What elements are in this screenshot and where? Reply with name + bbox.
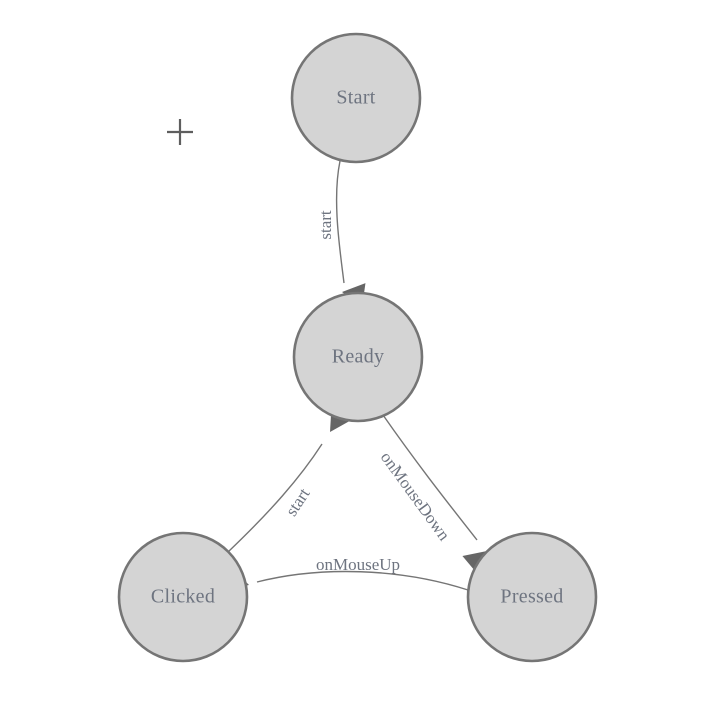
edge-ready-to-pressed[interactable]: onMouseDown: [377, 414, 495, 575]
crosshair-cursor-icon: [167, 119, 193, 145]
node-clicked[interactable]: Clicked: [117, 531, 249, 663]
node-label: Ready: [332, 346, 385, 368]
node-circle[interactable]: [466, 531, 598, 663]
node-circle[interactable]: [290, 32, 422, 164]
node-label: Pressed: [500, 586, 563, 608]
node-circle[interactable]: [292, 291, 424, 423]
edge-line: [227, 443, 323, 553]
node-label: Start: [336, 87, 375, 109]
edge-label: start: [282, 484, 314, 519]
edge-pressed-to-clicked[interactable]: onMouseUp: [224, 555, 469, 597]
edge-line: [382, 414, 478, 541]
edge-label: onMouseUp: [316, 555, 400, 574]
node-circle[interactable]: [117, 531, 249, 663]
node-start[interactable]: Start: [290, 32, 422, 164]
node-ready[interactable]: Ready: [292, 291, 424, 423]
edge-start-to-ready[interactable]: start: [316, 160, 366, 307]
edge-label: start: [316, 210, 335, 240]
edge-line: [256, 570, 469, 591]
overlay-layer: [167, 119, 193, 145]
node-label: Clicked: [151, 586, 215, 608]
edge-clicked-to-ready[interactable]: start: [227, 406, 352, 553]
edge-line: [335, 160, 345, 284]
node-pressed[interactable]: Pressed: [466, 531, 598, 663]
